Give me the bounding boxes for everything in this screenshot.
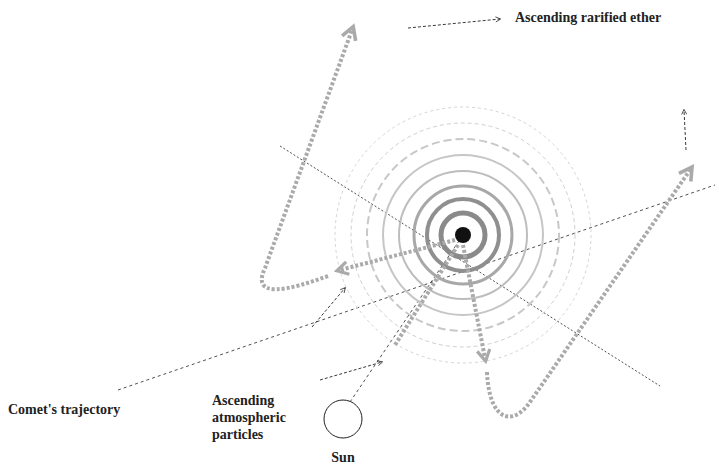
coma-rings xyxy=(335,107,591,363)
comet-trajectory-line xyxy=(118,185,715,390)
leader-arrows xyxy=(312,19,686,380)
sun-circle xyxy=(318,398,368,440)
sun-node: Sun xyxy=(318,398,368,468)
particle-paths xyxy=(262,30,690,417)
particles-label: Ascending atmospheric particles xyxy=(212,393,308,443)
trajectory-label: Comet's trajectory xyxy=(8,402,120,419)
ether-label: Ascending rarified ether xyxy=(515,10,661,27)
axis-line xyxy=(280,146,660,386)
sun-line xyxy=(350,235,463,402)
sun-label: Sun xyxy=(318,450,368,466)
